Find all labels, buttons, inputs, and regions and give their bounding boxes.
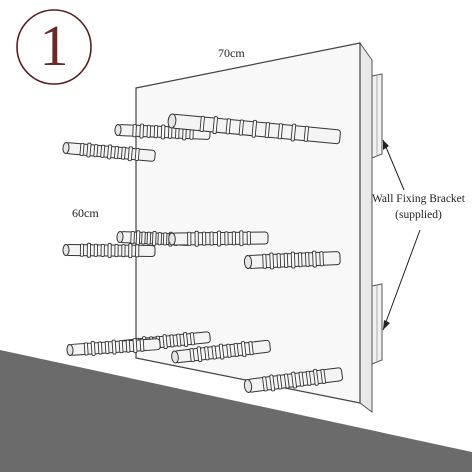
pegs-group [62,113,343,393]
step-number: 1 [39,13,69,78]
wall-bracket-upper [371,73,383,159]
bracket-label-line1: Wall Fixing Bracket [372,193,465,205]
peg-7 [243,250,341,270]
peg-6 [62,242,156,259]
bracket-arrow-upper [382,139,405,191]
peg-3 [62,142,156,162]
width-dimension-label: 70cm [218,46,245,60]
peg-9 [66,338,161,356]
bracket-callout: Wall Fixing Bracket (supplied) [372,191,465,223]
peg-5 [168,230,269,247]
peg-10 [171,339,271,364]
bracket-arrow-lower [382,229,421,331]
peg-11 [243,367,343,393]
height-dimension-label: 60cm [72,206,99,220]
wall-bracket-lower [371,283,383,365]
bracket-label-line2: (supplied) [395,209,442,221]
panel-side-edge [359,41,373,413]
peg-2 [167,113,341,145]
step-circle [16,9,92,85]
floor-plane [0,350,472,472]
